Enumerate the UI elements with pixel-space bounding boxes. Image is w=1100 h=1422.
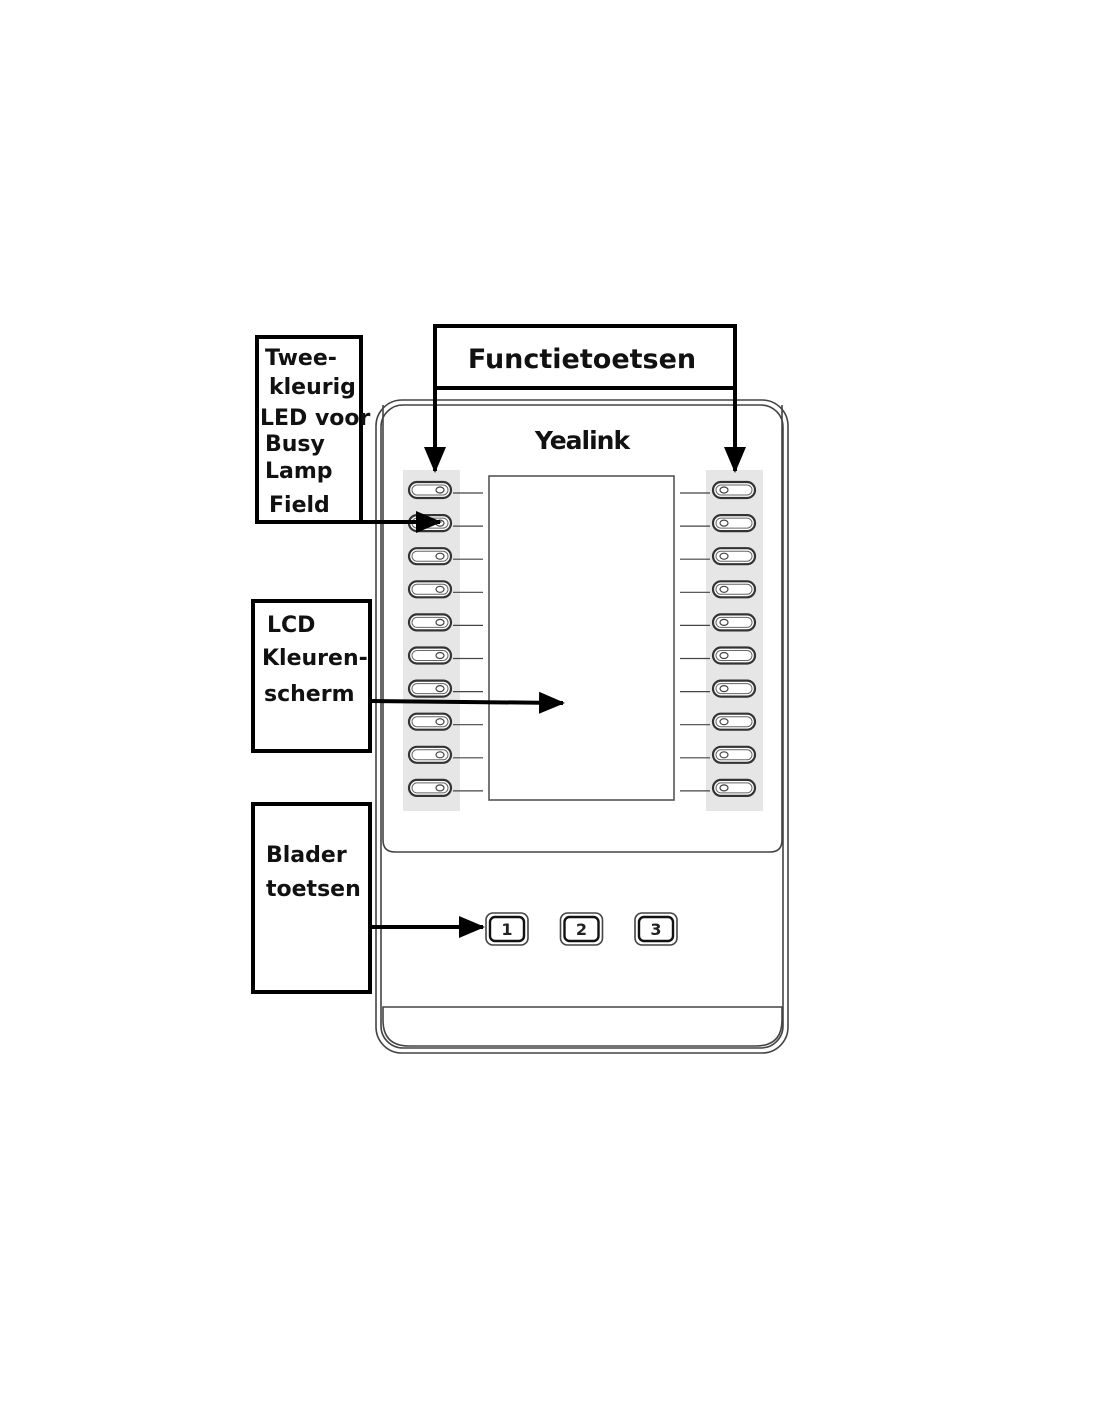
led-icon [435,751,445,759]
function-keys-label: Functietoetsen [468,344,696,375]
led-icon [719,519,729,527]
function-key-right-10[interactable] [711,778,757,798]
svg-text:LCD Kleuren- scher: LCD Kleuren- scherm [262,613,375,707]
led-icon [435,552,445,560]
function-key-left-7[interactable] [407,679,453,698]
led-icon [719,618,729,627]
led-icon [719,751,729,759]
function-key-right-9[interactable] [711,745,757,764]
led-icon [719,651,729,660]
page-button-label: 3 [650,920,661,939]
led-label-line: LED voor [260,406,371,431]
page-button-1[interactable]: 1 [485,912,529,946]
upper-panel [382,405,783,853]
brand-logo: Yealink [534,426,632,455]
function-key-left-1[interactable] [407,480,453,500]
page-button-label: 2 [576,920,587,939]
led-label-line: Busy [265,432,325,457]
led-label-line: kleurig [269,375,356,400]
lcd-screen [488,475,675,801]
svg-text:Blader toetsen: Blader toetsen [266,843,361,902]
function-key-left-6[interactable] [407,646,453,665]
led-icon [435,618,445,627]
lcd-label-line: LCD [267,613,315,638]
arrow-lcd [369,691,565,714]
led-icon [719,784,729,792]
function-key-left-5[interactable] [407,613,453,632]
led-icon [435,585,445,593]
function-key-right-2[interactable] [711,513,757,533]
page-button-label: 1 [501,920,512,939]
led-icon [719,585,729,593]
function-key-right-7[interactable] [711,679,757,698]
lcd-label-line: scherm [264,682,355,707]
function-key-left-4[interactable] [407,580,453,599]
bottom-strip [382,1006,783,1047]
led-icon [719,718,729,726]
led-label-line: Twee- [265,346,337,371]
function-key-right-3[interactable] [711,547,757,566]
page-button-2[interactable]: 2 [559,912,604,946]
led-icon [435,718,445,726]
device-body [375,399,789,1054]
svg-text:Twee- kleurig LED: Twee- kleurig LED voor Busy Lamp Field [260,346,378,518]
page-keys-label-line: toetsen [266,877,361,902]
function-key-left-3[interactable] [407,547,453,566]
function-key-right-8[interactable] [711,712,757,731]
page-button-3[interactable]: 3 [634,912,678,946]
page-keys-label-box: Blader toetsen [251,802,372,994]
led-label-box: Twee- kleurig LED voor Busy Lamp Field [255,335,378,524]
led-icon [719,486,729,494]
function-key-right-6[interactable] [711,646,757,665]
lcd-label-line: Kleuren- [262,646,368,671]
function-key-left-9[interactable] [407,745,453,764]
led-icon [435,486,445,494]
function-key-right-4[interactable] [711,580,757,599]
page-keys-label-line: Blader [266,843,347,868]
led-label-line: Lamp [265,459,333,484]
function-key-left-10[interactable] [407,778,453,798]
function-keys-label-box: Functietoetsen [433,324,737,390]
led-label-line: Field [269,493,330,518]
led-icon [435,684,445,693]
led-icon [435,784,445,792]
function-key-right-5[interactable] [711,613,757,632]
function-key-right-1[interactable] [711,480,757,500]
led-icon [719,684,729,693]
led-icon [435,651,445,660]
lcd-label-box: LCD Kleuren- scherm [251,599,375,753]
led-icon [719,552,729,560]
function-key-left-8[interactable] [407,712,453,731]
